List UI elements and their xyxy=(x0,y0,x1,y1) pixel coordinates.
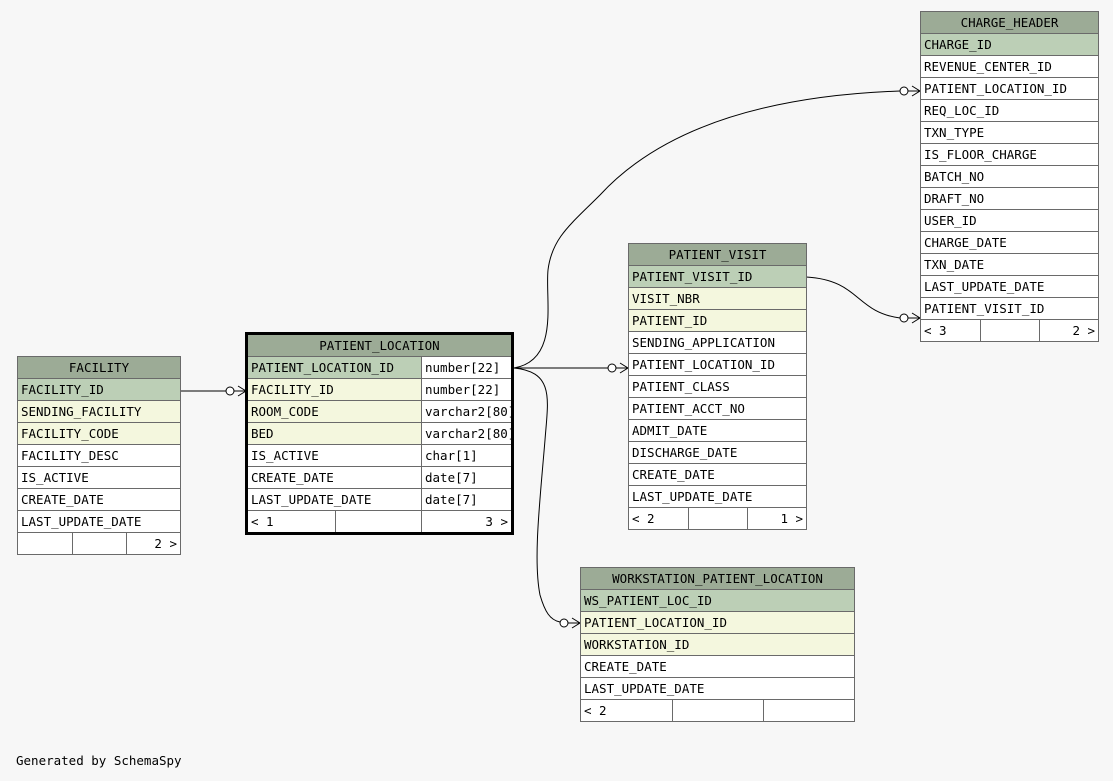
column-row[interactable]: PATIENT_VISIT_ID xyxy=(627,265,808,288)
column-type: date[7] xyxy=(421,488,513,511)
column-row[interactable]: CREATE_DATE xyxy=(579,655,856,678)
column-row[interactable]: PATIENT_LOCATION_ID xyxy=(627,353,808,376)
column-row[interactable]: USER_ID xyxy=(919,209,1100,232)
column-row[interactable]: LAST_UPDATE_DATE xyxy=(919,275,1100,298)
column-row[interactable]: SENDING_APPLICATION xyxy=(627,331,808,354)
column-row[interactable]: PATIENT_VISIT_ID xyxy=(919,297,1100,320)
children-link[interactable]: 3 > xyxy=(421,510,513,534)
link-location-workstation xyxy=(513,367,561,623)
column-row[interactable]: WS_PATIENT_LOC_ID xyxy=(579,589,856,612)
column-name[interactable]: IS_ACTIVE xyxy=(246,444,422,467)
column-row[interactable]: CHARGE_ID xyxy=(919,33,1100,56)
table-charge-header[interactable]: CHARGE_HEADER CHARGE_ID REVENUE_CENTER_I… xyxy=(919,11,1100,342)
column-row[interactable]: TXN_DATE xyxy=(919,253,1100,276)
nav-spacer xyxy=(980,319,1040,342)
column-row[interactable]: FACILITY_ID xyxy=(17,378,181,401)
link-visit-charge xyxy=(805,276,901,319)
column-type: varchar2[80] xyxy=(421,422,513,445)
children-link[interactable]: 1 > xyxy=(746,507,808,530)
column-type: number[22] xyxy=(421,356,513,379)
column-row[interactable]: PATIENT_LOCATION_ID xyxy=(579,611,856,634)
parents-link[interactable]: < 2 xyxy=(580,699,673,722)
column-type: number[22] xyxy=(421,378,513,401)
column-row[interactable]: CREATE_DATE xyxy=(627,463,808,486)
column-row[interactable]: IS_ACTIVE xyxy=(17,466,181,489)
table-title[interactable]: PATIENT_VISIT xyxy=(627,243,808,266)
generated-by-footer: Generated by SchemaSpy xyxy=(16,753,182,768)
nav-spacer xyxy=(335,510,422,534)
column-row[interactable]: DISCHARGE_DATE xyxy=(627,441,808,464)
column-type: date[7] xyxy=(421,466,513,489)
table-patient-location[interactable]: PATIENT_LOCATION PATIENT_LOCATION_ID num… xyxy=(245,332,514,535)
column-row[interactable]: WORKSTATION_ID xyxy=(579,633,856,656)
parents-link[interactable]: < 1 xyxy=(246,510,336,534)
table-patient-visit[interactable]: PATIENT_VISIT PATIENT_VISIT_ID VISIT_NBR… xyxy=(627,243,808,530)
parents-link[interactable]: < 2 xyxy=(628,507,689,530)
parents-link[interactable]: < 3 xyxy=(920,319,981,342)
column-row[interactable]: CHARGE_DATE xyxy=(919,231,1100,254)
nav-spacer xyxy=(672,699,764,722)
column-row[interactable]: REQ_LOC_ID xyxy=(919,99,1100,122)
column-row[interactable]: PATIENT_CLASS xyxy=(627,375,808,398)
column-row[interactable]: LAST_UPDATE_DATE xyxy=(579,677,856,700)
column-row[interactable]: LAST_UPDATE_DATE xyxy=(627,485,808,508)
table-workstation-patient-location[interactable]: WORKSTATION_PATIENT_LOCATION WS_PATIENT_… xyxy=(579,567,856,722)
column-row[interactable]: DRAFT_NO xyxy=(919,187,1100,210)
table-title[interactable]: PATIENT_LOCATION xyxy=(246,333,513,357)
column-type: char[1] xyxy=(421,444,513,467)
column-type: varchar2[80] xyxy=(421,400,513,423)
column-row[interactable]: TXN_TYPE xyxy=(919,121,1100,144)
column-row[interactable]: BATCH_NO xyxy=(919,165,1100,188)
table-title[interactable]: WORKSTATION_PATIENT_LOCATION xyxy=(579,567,856,590)
column-name[interactable]: LAST_UPDATE_DATE xyxy=(246,488,422,511)
column-name[interactable]: ROOM_CODE xyxy=(246,400,422,423)
column-row[interactable]: LAST_UPDATE_DATE xyxy=(17,510,181,533)
column-row[interactable]: IS_FLOOR_CHARGE xyxy=(919,143,1100,166)
column-name[interactable]: FACILITY_ID xyxy=(246,378,422,401)
table-title[interactable]: CHARGE_HEADER xyxy=(919,11,1100,34)
nav-spacer xyxy=(72,532,127,555)
column-row[interactable]: ADMIT_DATE xyxy=(627,419,808,442)
nav-spacer xyxy=(688,507,748,530)
column-row[interactable]: PATIENT_LOCATION_ID xyxy=(919,77,1100,100)
column-row[interactable]: REVENUE_CENTER_ID xyxy=(919,55,1100,78)
column-row[interactable]: PATIENT_ACCT_NO xyxy=(627,397,808,420)
children-link[interactable]: 2 > xyxy=(1038,319,1100,342)
children-link xyxy=(762,699,856,722)
column-row[interactable]: VISIT_NBR xyxy=(627,287,808,310)
column-name[interactable]: PATIENT_LOCATION_ID xyxy=(246,356,422,379)
column-name[interactable]: CREATE_DATE xyxy=(246,466,422,489)
link-location-charge xyxy=(513,90,901,369)
column-name[interactable]: BED xyxy=(246,422,422,445)
column-row[interactable]: CREATE_DATE xyxy=(17,488,181,511)
column-row[interactable]: FACILITY_CODE xyxy=(17,422,181,445)
column-row[interactable]: SENDING_FACILITY xyxy=(17,400,181,423)
column-row[interactable]: FACILITY_DESC xyxy=(17,444,181,467)
children-link[interactable]: 2 > xyxy=(126,532,181,555)
table-title[interactable]: FACILITY xyxy=(17,356,181,379)
parents-link xyxy=(17,532,73,555)
column-row[interactable]: PATIENT_ID xyxy=(627,309,808,332)
table-facility[interactable]: FACILITY FACILITY_ID SENDING_FACILITY FA… xyxy=(17,356,181,555)
